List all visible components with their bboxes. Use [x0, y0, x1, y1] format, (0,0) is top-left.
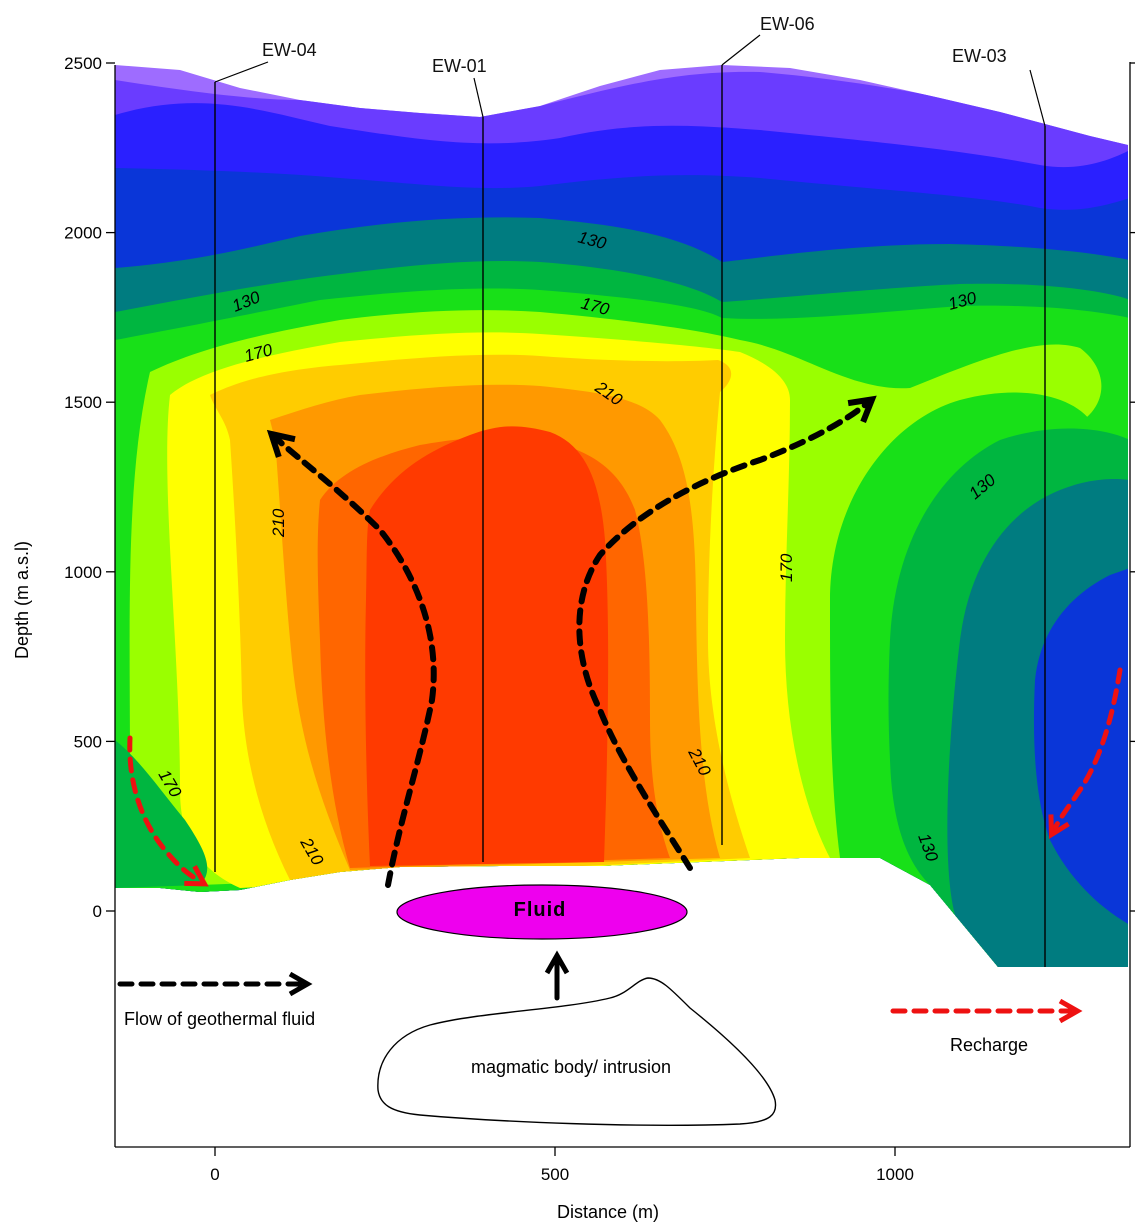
magmatic-label: magmatic body/ intrusion — [471, 1057, 671, 1077]
flow-path-right — [576, 395, 877, 871]
well-label-ew06: EW-06 — [760, 14, 815, 34]
magmatic-body: magmatic body/ intrusion — [377, 977, 777, 1126]
legend-recharge-text: Recharge — [950, 1035, 1028, 1055]
y-tick-label: 0 — [93, 902, 102, 921]
contour-label: 210 — [269, 508, 288, 538]
well-traces: EW-04 EW-01 EW-06 EW-03 — [214, 14, 1046, 967]
well-label-ew04: EW-04 — [262, 40, 317, 60]
flow-path-left — [266, 429, 437, 888]
contour-label: 170 — [777, 553, 796, 582]
x-tick-label: 1000 — [876, 1165, 914, 1184]
fluid-reservoir: Fluid — [396, 884, 688, 940]
fluid-label: Fluid — [514, 899, 567, 921]
plot-frame — [114, 62, 1131, 1148]
temperature-field — [115, 65, 1128, 967]
x-axis-ticks: 05001000150020002500 — [210, 1147, 914, 1184]
x-tick-label: 500 — [541, 1165, 569, 1184]
geothermal-flow-paths — [266, 395, 877, 1001]
recharge-paths — [127, 667, 1123, 887]
fluid-ellipse — [396, 884, 688, 940]
band-t210 — [365, 426, 609, 866]
recharge-path-left — [127, 735, 209, 887]
y-tick-label: 2500 — [64, 54, 102, 73]
x-tick-label: 0 — [210, 1165, 219, 1184]
well-leader-ew06 — [721, 34, 761, 66]
band-t140-left — [115, 740, 208, 888]
legend: Flow of geothermal fluid Recharge — [117, 971, 1083, 1055]
recharge-path-right — [1048, 667, 1123, 840]
x-axis-title: Distance (m) — [557, 1202, 659, 1222]
well-leader-ew01 — [473, 77, 484, 118]
well-leader-ew03 — [1029, 69, 1046, 127]
y-tick-label: 1000 — [64, 563, 102, 582]
y-tick-label: 2000 — [64, 224, 102, 243]
well-leader-ew04 — [214, 61, 269, 83]
y-tick-label: 500 — [74, 732, 102, 751]
well-label-ew01: EW-01 — [432, 56, 487, 76]
well-label-ew03: EW-03 — [952, 46, 1007, 66]
y-tick-label: 1500 — [64, 393, 102, 412]
legend-flow-text: Flow of geothermal fluid — [124, 1009, 315, 1029]
y-axis-ticks: 2500 2000 1500 1000 500 0 — [64, 54, 1135, 921]
magmatic-outline — [377, 977, 777, 1126]
y-axis-title: Depth (m a.s.l) — [12, 541, 32, 659]
